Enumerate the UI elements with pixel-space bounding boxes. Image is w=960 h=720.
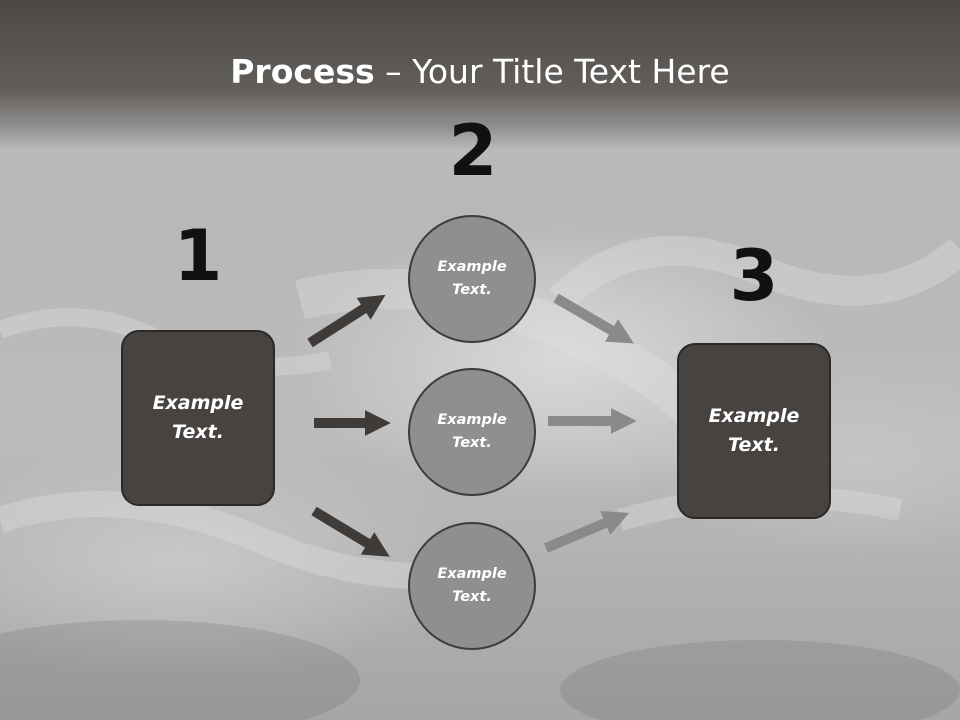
arrow-2-top-to-3 — [553, 293, 634, 344]
step-2-circle-top[interactable]: Example Text. — [408, 215, 536, 343]
title-bold-part: Process — [230, 52, 375, 91]
step-1-label: Example Text. — [152, 392, 244, 443]
step-1-number: 1 — [173, 215, 223, 297]
step-2-circle-bottom[interactable]: Example Text. — [408, 522, 536, 650]
step-3-number: 3 — [729, 235, 779, 317]
arrow-1-to-2-bottom — [311, 506, 390, 557]
title-rest-part: – Your Title Text Here — [374, 52, 730, 91]
step-2-circle-middle[interactable]: Example Text. — [408, 368, 536, 496]
step-2-number: 2 — [448, 110, 498, 192]
title-band — [0, 0, 960, 150]
arrow-2-bottom-to-3 — [544, 511, 630, 553]
slide-title: Process – Your Title Text Here — [0, 52, 960, 91]
step-2-circle-middle-label: Example Text. — [437, 412, 507, 451]
step-3-box[interactable]: Example Text. — [677, 343, 831, 519]
arrow-1-to-2-top — [307, 294, 386, 348]
step-2-circle-top-label: Example Text. — [437, 259, 507, 298]
step-3-label: Example Text. — [708, 405, 800, 456]
step-2-circle-bottom-label: Example Text. — [437, 566, 507, 605]
step-1-box[interactable]: Example Text. — [121, 330, 275, 506]
